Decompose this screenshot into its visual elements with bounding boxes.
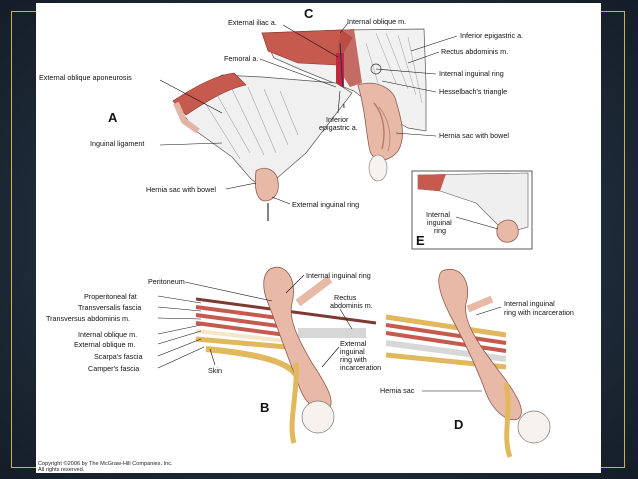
label-ext-ring-b-2: inguinal (340, 347, 365, 356)
label-rectus-b-2: abdominis m. (330, 301, 373, 310)
panel-d-drawing (385, 268, 551, 458)
label-rectus-c: Rectus abdominis m. (441, 47, 508, 56)
label-e-ring: ring (434, 226, 446, 235)
label-scarpa: Scarpa's fascia (94, 352, 143, 361)
label-e-internal: Internal (426, 210, 450, 219)
label-internal-oblique-b: Internal oblique m. (78, 330, 137, 339)
label-ext-ring-b-3: ring with (340, 355, 367, 364)
panel-b-drawing (195, 266, 377, 444)
label-e-inguinal: inguinal (427, 218, 452, 227)
label-internal-oblique-c: Internal oblique m. (347, 17, 406, 26)
panel-letter-d: D (454, 417, 463, 432)
leader-lines (157, 22, 502, 392)
label-femoral: Femoral a. (224, 54, 258, 63)
label-external-iliac: External iliac a. (228, 18, 277, 27)
label-hesselbach: Hesselbach's triangle (439, 87, 507, 96)
label-transversus: Transversus abdominis m. (46, 314, 130, 323)
copyright-line-1: Copyright ©2006 by The McGraw-Hill Compa… (38, 460, 173, 467)
panel-letter-c: C (304, 6, 314, 21)
label-int-ring-d-1: Internal inguinal (504, 299, 555, 308)
label-sac-bowel-c: Hernia sac with bowel (439, 131, 509, 140)
panel-letter-e: E (416, 233, 425, 248)
label-external-ring-a: External inguinal ring (292, 200, 359, 209)
copyright-line-2: All rights reserved. (38, 467, 85, 473)
label-skin: Skin (208, 366, 222, 375)
panel-e-inset (411, 170, 533, 250)
label-properitoneal-fat: Properitoneal fat (84, 292, 137, 301)
label-ext-ring-b-1: External (340, 339, 367, 348)
label-ext-oblique-aponeurosis: External oblique aponeurosis (39, 73, 132, 82)
label-transversalis: Transversalis fascia (78, 303, 141, 312)
label-peritoneum: Peritoneum (148, 277, 185, 286)
label-int-ring-d-2: ring with incarceration (504, 308, 574, 317)
label-inferior-epigastric-top: Inferior epigastric a. (460, 31, 523, 40)
panel-a-drawing (172, 72, 353, 221)
label-internal-ring-c: Internal inguinal ring (439, 69, 504, 78)
label-inferior-epigastric-1: Inferior (326, 115, 349, 124)
panel-c-drawing (261, 28, 427, 182)
figure-panel: C A E B D External iliac a. Internal obl… (36, 3, 601, 473)
label-rectus-b-1: Rectus (334, 293, 357, 302)
label-inferior-epigastric-2: epigastric a. (319, 123, 358, 132)
label-hernia-sac-d: Hernia sac (380, 386, 415, 395)
label-internal-ring-b: Internal inguinal ring (306, 271, 371, 280)
label-ext-ring-b-4: incarceration (340, 363, 381, 372)
label-external-oblique-b: External oblique m. (74, 340, 136, 349)
panel-letter-b: B (260, 400, 269, 415)
label-sac-bowel-a: Hernia sac with bowel (146, 185, 216, 194)
panel-letter-a: A (108, 110, 118, 125)
label-inguinal-ligament: Inguinal ligament (90, 139, 144, 148)
label-camper: Camper's fascia (88, 364, 139, 373)
hernia-anatomy-illustration: C A E B D External iliac a. Internal obl… (38, 6, 574, 473)
